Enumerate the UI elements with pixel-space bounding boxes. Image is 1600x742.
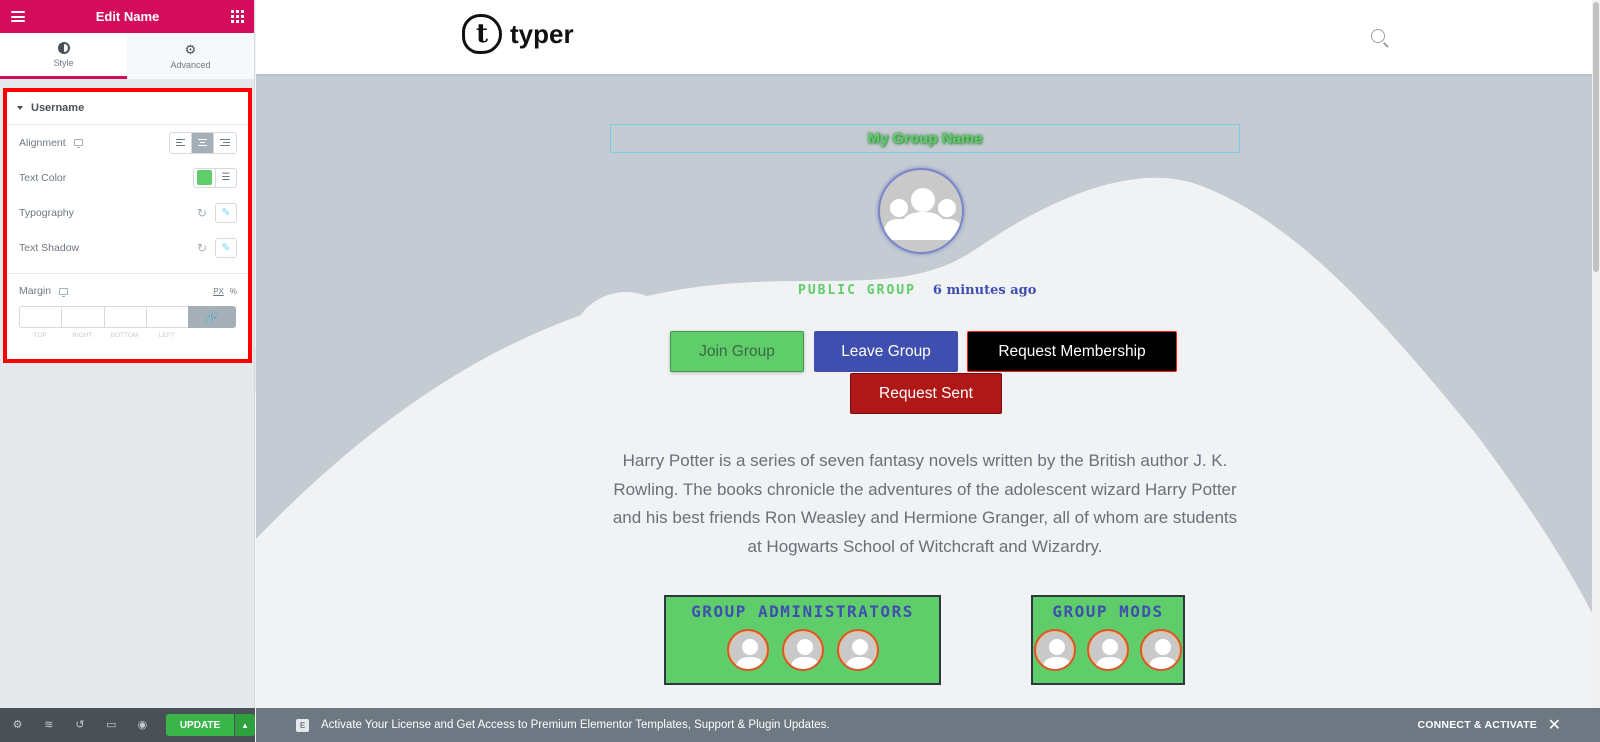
logo-mark: t — [462, 14, 502, 54]
panel-header: Edit Name — [0, 0, 254, 33]
tab-style[interactable]: Style — [0, 33, 127, 79]
panel-tabs: Style ⚙ Advanced — [0, 33, 254, 79]
group-avatar — [878, 168, 964, 254]
link-values-icon[interactable]: 🔗 — [188, 306, 236, 328]
admin-avatar[interactable] — [836, 629, 879, 671]
group-meta: PUBLIC GROUP 6 minutes ago — [798, 283, 1036, 298]
text-shadow-control: Text Shadow ↻ ✎ — [7, 230, 248, 265]
group-last-active: 6 minutes ago — [932, 283, 1037, 298]
responsive-desktop-icon[interactable] — [73, 139, 83, 148]
editor-panel: Edit Name Style ⚙ Advanced Username Alig… — [0, 0, 256, 742]
license-notice-bar: E Activate Your License and Get Access t… — [256, 708, 1600, 742]
half-circle-icon — [57, 41, 70, 54]
mod-avatar[interactable] — [1140, 629, 1182, 671]
connect-activate-link[interactable]: CONNECT & ACTIVATE — [1417, 719, 1537, 731]
leave-group-button[interactable]: Leave Group — [814, 331, 958, 372]
margin-dimensions: 🔗 — [19, 306, 236, 328]
text-color-control: Text Color ☰ — [7, 160, 248, 195]
dim-label-bottom: BOTTOM — [110, 332, 139, 339]
mod-avatar[interactable] — [1034, 629, 1076, 671]
elementor-logo-icon: E — [296, 718, 309, 732]
group-name-widget[interactable]: My Group Name — [610, 124, 1240, 153]
update-options-caret-icon[interactable]: ▲ — [235, 714, 256, 736]
unit-percent[interactable]: % — [229, 286, 237, 296]
caret-down-icon — [17, 106, 23, 110]
admin-avatar[interactable] — [781, 629, 824, 671]
margin-bottom-input[interactable] — [103, 306, 146, 328]
site-logo[interactable]: t typer — [462, 14, 574, 54]
mod-avatar[interactable] — [1087, 629, 1129, 671]
tab-advanced-label: Advanced — [170, 59, 211, 70]
tab-style-label: Style — [53, 57, 74, 68]
site-header: t typer — [256, 0, 1600, 74]
responsive-mode-icon[interactable]: ▭ — [106, 718, 117, 731]
mods-title: GROUP MODS — [1052, 602, 1164, 621]
group-mods: GROUP MODS — [1031, 595, 1185, 685]
text-shadow-label: Text Shadow — [19, 241, 80, 254]
align-center-button[interactable] — [192, 132, 214, 153]
section-toggle[interactable]: Username — [7, 92, 248, 125]
request-sent-button[interactable]: Request Sent — [850, 373, 1002, 414]
divider — [7, 273, 248, 274]
wave-shape — [256, 177, 1600, 742]
preview-scrollbar[interactable] — [1592, 0, 1600, 742]
request-membership-button[interactable]: Request Membership — [967, 331, 1177, 372]
admin-avatar[interactable] — [726, 629, 769, 671]
alignment-choices — [169, 131, 237, 154]
align-left-button[interactable] — [170, 132, 192, 153]
settings-gear-icon[interactable]: ⚙ — [12, 718, 23, 731]
margin-control: Margin PX % — [7, 276, 248, 306]
group-description: Harry Potter is a series of seven fantas… — [612, 451, 1238, 556]
align-right-button[interactable] — [214, 132, 236, 153]
typography-control: Typography ↻ ✎ — [7, 195, 248, 230]
section-title: Username — [31, 102, 85, 114]
margin-label: Margin — [19, 285, 52, 297]
reset-icon[interactable]: ↻ — [196, 205, 207, 220]
typography-label: Typography — [19, 206, 74, 219]
margin-top-input[interactable] — [19, 306, 62, 328]
text-color-label: Text Color — [19, 171, 67, 184]
group-type: PUBLIC GROUP — [798, 283, 916, 298]
gear-icon: ⚙ — [184, 41, 197, 57]
join-group-button[interactable]: Join Group — [670, 331, 804, 372]
close-icon[interactable]: ✕ — [1547, 717, 1561, 734]
alignment-control: Alignment — [7, 125, 248, 160]
page-preview: t typer My Group Name PUBLIC GROUP 6 min… — [256, 0, 1600, 742]
dimension-labels: TOP RIGHT BOTTOM LEFT — [19, 332, 236, 339]
update-button[interactable]: UPDATE — [166, 714, 235, 736]
global-colors-icon[interactable]: ☰ — [221, 172, 231, 183]
notice-text: Activate Your License and Get Access to … — [321, 719, 830, 731]
tab-advanced[interactable]: ⚙ Advanced — [127, 33, 254, 79]
panel-title: Edit Name — [95, 9, 160, 24]
dim-label-top: TOP — [33, 332, 47, 339]
margin-right-input[interactable] — [61, 306, 104, 328]
color-swatch[interactable] — [194, 168, 216, 187]
navigator-layers-icon[interactable]: ≋ — [44, 718, 54, 731]
logo-text: typer — [510, 18, 574, 49]
username-section: Username Alignment Text Color ☰ Typograp… — [3, 88, 252, 363]
reset-icon[interactable]: ↻ — [196, 240, 207, 255]
margin-left-input[interactable] — [145, 306, 188, 328]
unit-selector: PX % — [213, 287, 237, 296]
group-name: My Group Name — [867, 130, 983, 147]
history-icon[interactable]: ↺ — [75, 718, 85, 731]
alignment-label: Alignment — [19, 136, 66, 149]
responsive-desktop-icon[interactable] — [59, 287, 69, 297]
unit-px[interactable]: PX — [213, 286, 224, 296]
admins-title: GROUP ADMINISTRATORS — [691, 602, 914, 621]
group-administrators: GROUP ADMINISTRATORS — [664, 595, 941, 685]
text-shadow-edit-pencil-icon[interactable]: ✎ — [215, 237, 237, 258]
typography-edit-pencil-icon[interactable]: ✎ — [215, 202, 237, 223]
color-picker: ☰ — [193, 167, 237, 188]
dim-label-right: RIGHT — [72, 332, 93, 339]
dim-label-left: LEFT — [158, 332, 175, 339]
preview-eye-icon[interactable]: ◉ — [137, 718, 148, 731]
group-people-icon — [884, 188, 962, 240]
panel-footer: ⚙ ≋ ↺ ▭ ◉ UPDATE ▲ — [0, 708, 256, 742]
widgets-grid-icon[interactable] — [230, 10, 245, 23]
search-icon[interactable] — [1371, 29, 1385, 43]
menu-icon[interactable] — [10, 10, 25, 23]
